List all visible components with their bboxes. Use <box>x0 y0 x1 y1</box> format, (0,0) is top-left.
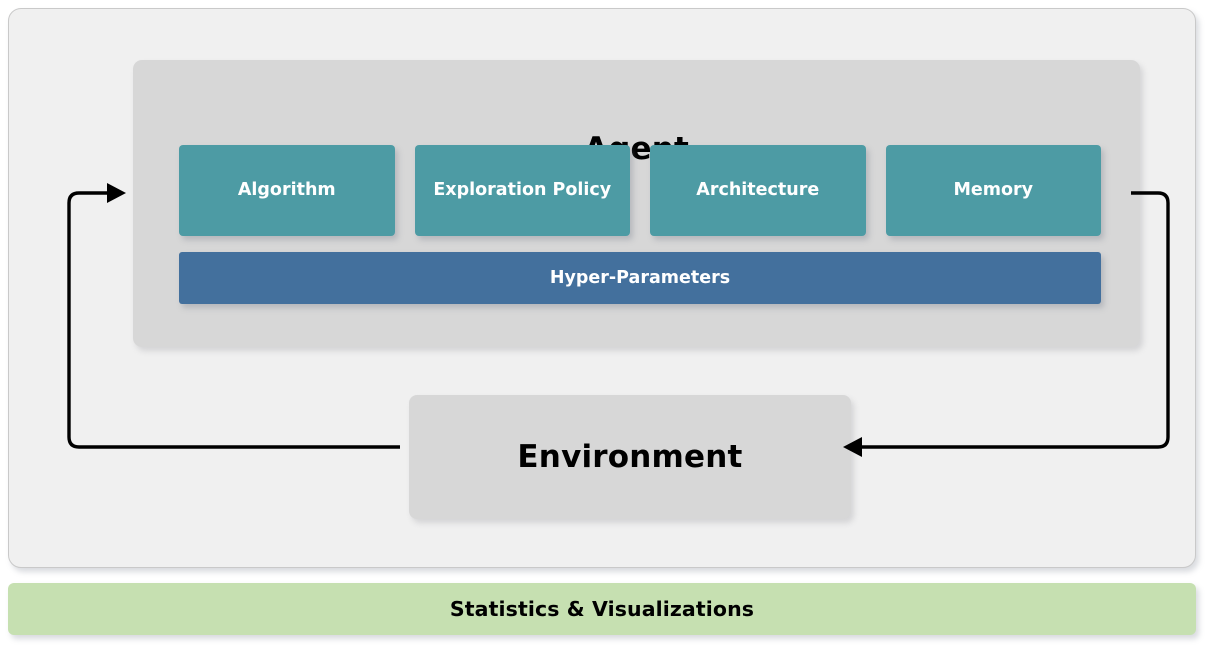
environment-box[interactable]: Environment <box>409 395 851 519</box>
component-label-algorithm: Algorithm <box>237 180 336 201</box>
hyper-parameters-bar[interactable]: Hyper-Parameters <box>179 252 1101 304</box>
component-box-architecture[interactable]: Architecture <box>650 145 866 236</box>
framework-panel: Agent Algorithm Exploration Policy Archi… <box>8 8 1196 568</box>
hyper-parameters-label: Hyper-Parameters <box>549 268 731 288</box>
agent-component-row: Algorithm Exploration Policy Architectur… <box>179 145 1101 236</box>
statistics-visualizations-bar[interactable]: Statistics & Visualizations <box>8 583 1196 635</box>
component-label-exploration-policy: Exploration Policy <box>433 180 612 201</box>
environment-label: Environment <box>517 439 743 475</box>
component-label-memory: Memory <box>953 180 1034 201</box>
component-box-exploration-policy[interactable]: Exploration Policy <box>414 145 630 236</box>
statistics-visualizations-label: Statistics & Visualizations <box>449 597 755 621</box>
component-box-algorithm[interactable]: Algorithm <box>179 145 395 236</box>
component-box-memory[interactable]: Memory <box>885 145 1101 236</box>
component-label-architecture: Architecture <box>696 180 820 201</box>
